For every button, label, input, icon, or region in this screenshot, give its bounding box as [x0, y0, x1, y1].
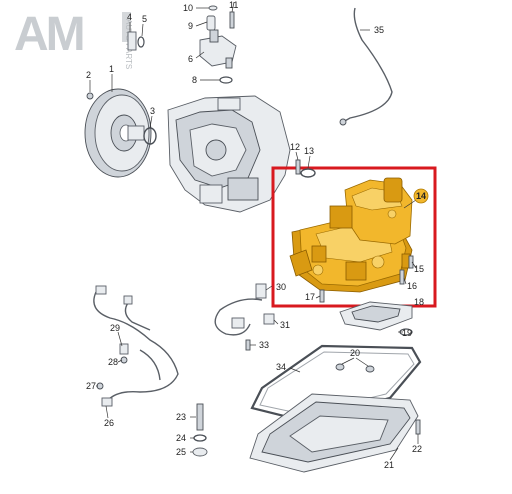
callout-31[interactable]: 31 [280, 320, 290, 330]
harness-loop [139, 349, 161, 381]
clip-28[interactable] [120, 356, 128, 364]
sensor-assembly-6[interactable] [199, 29, 237, 69]
callout-27[interactable]: 27 [86, 381, 96, 391]
o-ring-5[interactable] [137, 36, 145, 48]
bolt-2[interactable] [86, 92, 94, 100]
callout-35[interactable]: 35 [374, 25, 384, 35]
o-ring-13[interactable] [300, 168, 316, 178]
connector-c[interactable] [231, 317, 245, 329]
valve-9[interactable] [206, 15, 216, 31]
nut-25[interactable] [192, 447, 208, 457]
bolt-33[interactable] [245, 339, 251, 351]
transmission-housing[interactable] [167, 95, 291, 213]
connector-b[interactable] [123, 295, 133, 305]
bolt-11[interactable] [229, 11, 235, 29]
callout-16[interactable]: 16 [407, 281, 417, 291]
callout-17[interactable]: 17 [305, 292, 315, 302]
sensor-29[interactable] [119, 343, 129, 355]
washer-24[interactable] [193, 434, 207, 442]
bolt-16[interactable] [399, 269, 405, 285]
callout-1[interactable]: 1 [109, 64, 114, 74]
callout-20[interactable]: 20 [350, 348, 360, 358]
logo-main-text: AM [14, 8, 83, 61]
callout-8[interactable]: 8 [192, 75, 197, 85]
callout-4[interactable]: 4 [127, 12, 132, 22]
callout-24[interactable]: 24 [176, 433, 186, 443]
callout-25[interactable]: 25 [176, 447, 186, 457]
sensor-4[interactable] [127, 31, 137, 51]
bolt-23[interactable] [196, 403, 204, 431]
callout-29[interactable]: 29 [110, 323, 120, 333]
sensor-31[interactable] [263, 313, 275, 325]
bolt-15[interactable] [408, 255, 414, 269]
highlight-frame [271, 166, 437, 308]
brand-logo: AM AUTO PARTS [14, 8, 133, 69]
callout-2[interactable]: 2 [86, 70, 91, 80]
oil-pan-gasket[interactable] [250, 344, 422, 422]
callouts: 1 2 3 4 5 6 8 9 10 11 12 13 14 15 16 17 … [86, 0, 429, 470]
washer-10[interactable] [208, 5, 218, 11]
callout-14-badge[interactable] [413, 188, 429, 204]
oil-filter[interactable] [339, 301, 413, 336]
callout-33[interactable]: 33 [259, 340, 269, 350]
callout-23[interactable]: 23 [176, 412, 186, 422]
callout-34[interactable]: 34 [276, 362, 286, 372]
torque-converter[interactable] [84, 88, 152, 178]
callout-28[interactable]: 28 [108, 357, 118, 367]
callout-22[interactable]: 22 [412, 444, 422, 454]
connector-a[interactable] [95, 285, 107, 295]
dipstick-tube[interactable] [342, 7, 393, 123]
callout-14[interactable]: 14 [416, 191, 426, 201]
callout-30[interactable]: 30 [276, 282, 286, 292]
sensor-26[interactable] [101, 397, 113, 407]
pin-12[interactable] [295, 159, 301, 175]
callout-13[interactable]: 13 [304, 146, 314, 156]
leader-lines [89, 1, 419, 461]
callout-26[interactable]: 26 [104, 418, 114, 428]
callout-10[interactable]: 10 [183, 3, 193, 13]
callout-5[interactable]: 5 [142, 14, 147, 24]
bolt-17[interactable] [319, 289, 325, 303]
callout-18[interactable]: 18 [414, 297, 424, 307]
speed-sensor-cable[interactable] [214, 298, 263, 336]
callout-9[interactable]: 9 [188, 21, 193, 31]
callout-12[interactable]: 12 [290, 142, 300, 152]
tube-end [339, 118, 347, 126]
magnet-20a[interactable] [335, 363, 345, 371]
callout-15[interactable]: 15 [414, 264, 424, 274]
callout-3[interactable]: 3 [150, 106, 155, 116]
callout-11[interactable]: 11 [229, 0, 238, 10]
valve-body-mechatronic[interactable] [289, 177, 413, 293]
oil-pan[interactable] [249, 393, 419, 473]
wiring-harness[interactable] [93, 291, 179, 401]
callout-21[interactable]: 21 [384, 460, 394, 470]
drain-plug-22[interactable] [415, 419, 421, 435]
sensor-30[interactable] [255, 283, 267, 299]
callout-19[interactable]: 19 [402, 328, 412, 338]
magnet-20b[interactable] [365, 365, 375, 373]
callout-6[interactable]: 6 [188, 54, 193, 64]
logo-badge [122, 12, 131, 42]
o-ring-8[interactable] [219, 76, 233, 84]
